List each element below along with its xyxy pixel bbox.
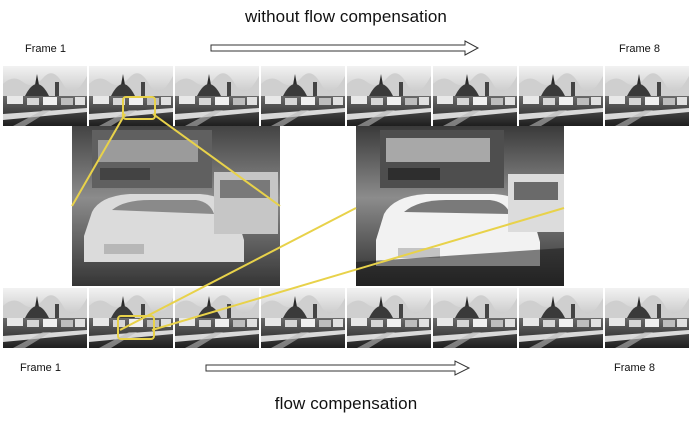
top-start-label: Frame 1: [25, 43, 66, 55]
bottom-frame-tile: [605, 288, 689, 348]
highlight-connector-lines: [71, 113, 565, 331]
zoom-crop-without-compensation: [72, 126, 280, 286]
bottom-frame-tile: [261, 288, 345, 348]
top-frame-tile: [519, 66, 603, 126]
bottom-frame-strip: [3, 288, 689, 348]
bottom-frame-tile: [433, 288, 517, 348]
bottom-time-arrow-icon: [205, 360, 471, 376]
top-frame-tile: [175, 66, 259, 126]
top-frame-tile: [433, 66, 517, 126]
top-frame-tile: [3, 66, 87, 126]
bottom-end-label: Frame 8: [614, 362, 655, 374]
top-end-label: Frame 8: [619, 43, 660, 55]
bottom-start-label: Frame 1: [20, 362, 61, 374]
bottom-frame-tile: [519, 288, 603, 348]
bottom-frame-tile: [3, 288, 87, 348]
bottom-title: flow compensation: [274, 394, 418, 413]
top-frame-tile: [605, 66, 689, 126]
top-frame-tile: [261, 66, 345, 126]
top-frame-tile: [347, 66, 431, 126]
zoom-crop-with-compensation: [356, 126, 564, 286]
top-frame-strip: [3, 66, 689, 126]
bottom-frame-tile: [347, 288, 431, 348]
bottom-highlight-box: [117, 315, 155, 340]
bottom-frame-tile: [175, 288, 259, 348]
top-highlight-box: [122, 96, 156, 120]
top-time-arrow-icon: [210, 40, 480, 56]
top-title: without flow compensation: [245, 7, 447, 26]
